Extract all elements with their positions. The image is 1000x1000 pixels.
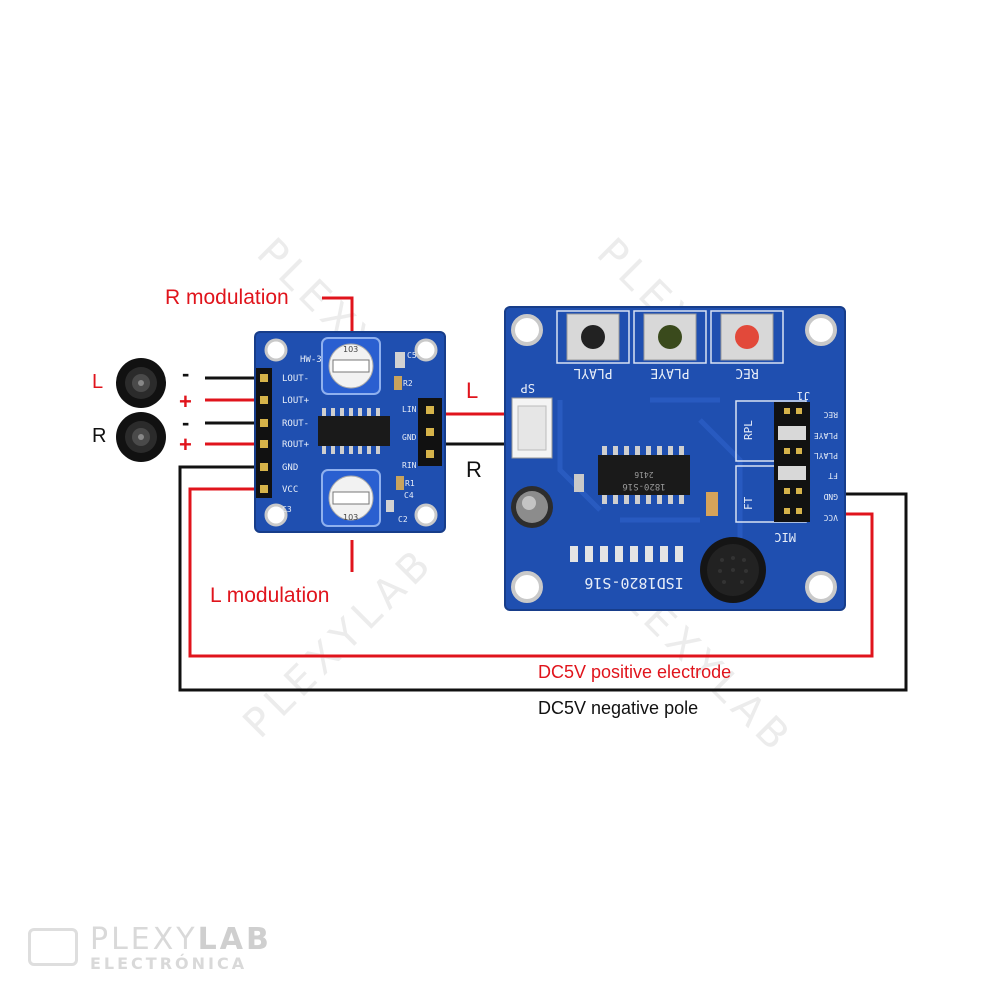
side-label-ft: FT	[742, 496, 755, 510]
amp-ref-label: C4	[404, 491, 414, 500]
rec-button[interactable]	[720, 313, 774, 361]
minus-label-2: -	[182, 410, 189, 435]
capacitor	[511, 486, 553, 528]
amp-pin-label: GND	[282, 463, 298, 473]
speaker-right	[116, 412, 166, 462]
pointer-r-modulation	[322, 296, 354, 334]
speaker-l-label: L	[92, 371, 103, 393]
amp-ic	[318, 408, 390, 454]
amp-pin-label: VCC	[282, 485, 298, 495]
microphone	[700, 537, 766, 603]
mic-label: MIC	[774, 530, 796, 544]
plus-label-1: +	[179, 389, 192, 414]
j1-header	[774, 402, 810, 522]
amp-pin-label: ROUT-	[282, 419, 309, 429]
amp-input-label: RIN	[402, 461, 417, 470]
sp-connector	[511, 397, 553, 459]
sp-label: SP	[521, 381, 535, 395]
minus-label-1: -	[182, 361, 189, 386]
j1-pin-label: PLAYL	[814, 451, 838, 460]
robot-logo-icon	[28, 928, 78, 966]
playe-label: PLAYE	[650, 365, 689, 380]
j1-pin-label: FT	[828, 471, 838, 480]
amp-board: LOUT- LOUT+ ROUT- ROUT+ GND VCC HW-301 1…	[254, 331, 446, 533]
brand-accent: LAB	[197, 922, 272, 957]
plus-label-2: +	[179, 432, 192, 457]
amp-ref-label: R2	[403, 379, 413, 388]
brand-sub: ELECTRÓNICA	[90, 954, 248, 973]
pot-r-code: 103	[343, 345, 358, 354]
l-modulation-label: L modulation	[210, 584, 329, 607]
rec-label: REC	[735, 365, 758, 380]
amp-pin-label: ROUT+	[282, 440, 310, 450]
wire-gnd-loop	[178, 465, 908, 692]
amp-ref-label: C3	[282, 505, 292, 514]
amp-input-label: LIN	[402, 405, 417, 414]
dc-positive-label: DC5V positive electrode	[538, 662, 731, 682]
recorder-board: PLAYL PLAYE REC SP 1820-S16 2416	[504, 306, 846, 611]
amp-board-name: HW-301	[300, 355, 333, 365]
r-modulation-label: R modulation	[165, 286, 289, 309]
amp-pin-label: LOUT+	[282, 396, 310, 406]
board-name: ISD1820-S16	[584, 574, 683, 592]
amp-pin-label: LOUT-	[282, 374, 309, 384]
side-label-rpl: RPL	[742, 420, 755, 440]
dc-negative-label: DC5V negative pole	[538, 698, 698, 718]
watermark-text-3: PLEXYLAB	[235, 538, 444, 747]
smd-row	[570, 546, 683, 562]
amp-pin-header	[256, 368, 272, 498]
amp-input-label: GND	[402, 433, 417, 442]
j1-pin-label: PLAYE	[814, 431, 838, 440]
playl-button[interactable]	[566, 313, 620, 361]
wire-vcc-loop	[188, 487, 874, 658]
chip-label: 1820-S16	[622, 481, 665, 491]
speaker-left	[116, 358, 166, 408]
speaker-r-label: R	[92, 425, 106, 447]
playl-label: PLAYL	[573, 365, 612, 380]
wire-r-label: R	[466, 457, 482, 482]
amp-ref-label: R1	[405, 479, 415, 488]
pot-l: 103	[321, 469, 381, 527]
j1-pin-label: REC	[823, 410, 838, 419]
brand-name: PLEXYLAB	[90, 922, 272, 957]
wires	[178, 296, 908, 692]
amp-ref-label: C5	[407, 351, 417, 360]
brand-main: PLEXY	[90, 922, 198, 957]
chip-sub: 2416	[634, 470, 653, 479]
j1-pin-label: GND	[823, 492, 838, 501]
wire-l-label: L	[466, 378, 478, 403]
pot-l-code: 103	[343, 513, 358, 522]
j1-label: J1	[797, 389, 810, 402]
isd-chip: 1820-S16 2416	[598, 446, 690, 504]
pot-r: 103	[321, 337, 381, 395]
amp-ref-label: C2	[398, 515, 408, 524]
j1-pin-label: VCC	[823, 513, 838, 522]
brand-watermark: PLEXYLAB ELECTRÓNICA	[28, 922, 288, 974]
playe-button[interactable]	[643, 313, 697, 361]
